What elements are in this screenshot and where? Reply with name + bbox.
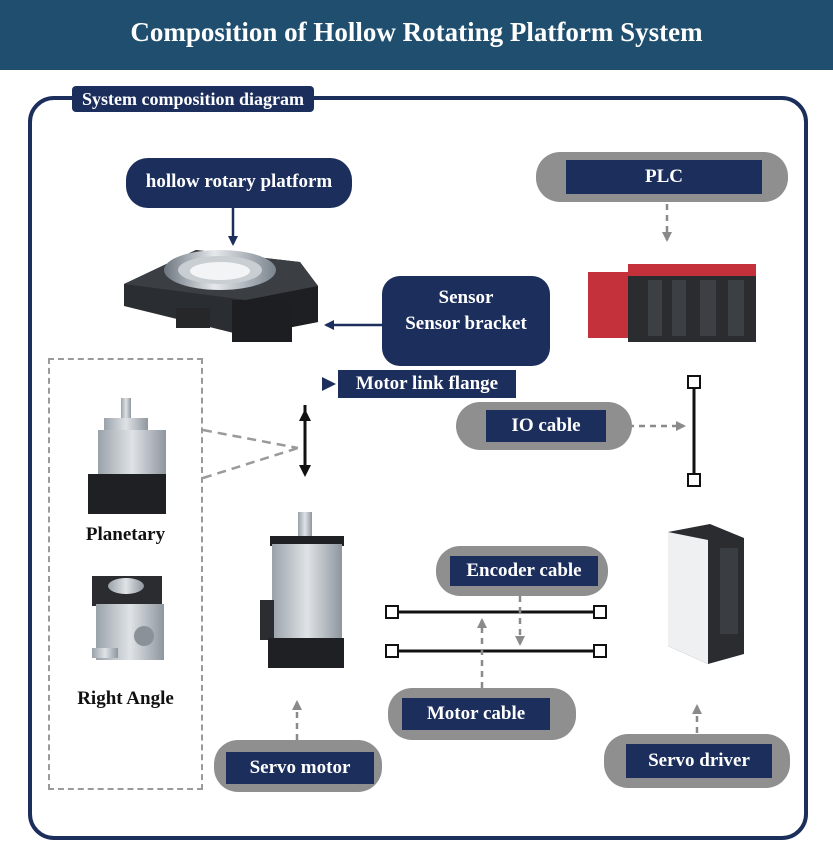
motor-flange-label: Motor link flange bbox=[338, 370, 516, 398]
hollow-platform-image bbox=[124, 250, 318, 342]
servo-motor-label: Servo motor bbox=[226, 752, 374, 784]
right-angle-image bbox=[92, 576, 164, 660]
encoder-cable-label: Encoder cable bbox=[450, 556, 598, 586]
motor-cable-label: Motor cable bbox=[402, 698, 550, 730]
frame-title: System composition diagram bbox=[72, 86, 314, 112]
header-bar bbox=[0, 0, 833, 70]
sensor-box bbox=[382, 276, 550, 366]
page-title: Composition of Hollow Rotating Platform … bbox=[130, 17, 703, 47]
servo-driver-label: Servo driver bbox=[626, 744, 772, 778]
servo-motor-image bbox=[260, 512, 344, 668]
sensor-label: Sensor bbox=[438, 287, 494, 308]
hollow-platform-label: hollow rotary platform bbox=[145, 171, 333, 192]
planetary-label: Planetary bbox=[85, 524, 166, 545]
sensor-bracket-label: Sensor bracket bbox=[405, 313, 527, 334]
plc-image bbox=[588, 264, 756, 342]
reducer-options-box bbox=[48, 358, 203, 790]
plc-label: PLC bbox=[566, 160, 762, 194]
hollow-platform-pill bbox=[126, 158, 352, 208]
diagram-frame bbox=[28, 96, 808, 840]
right-angle-label: Right Angle bbox=[77, 688, 174, 709]
reducer-dashed-link bbox=[202, 428, 299, 480]
io-cable-label: IO cable bbox=[486, 410, 606, 442]
planetary-image bbox=[88, 398, 166, 514]
servo-driver-image bbox=[668, 524, 744, 664]
